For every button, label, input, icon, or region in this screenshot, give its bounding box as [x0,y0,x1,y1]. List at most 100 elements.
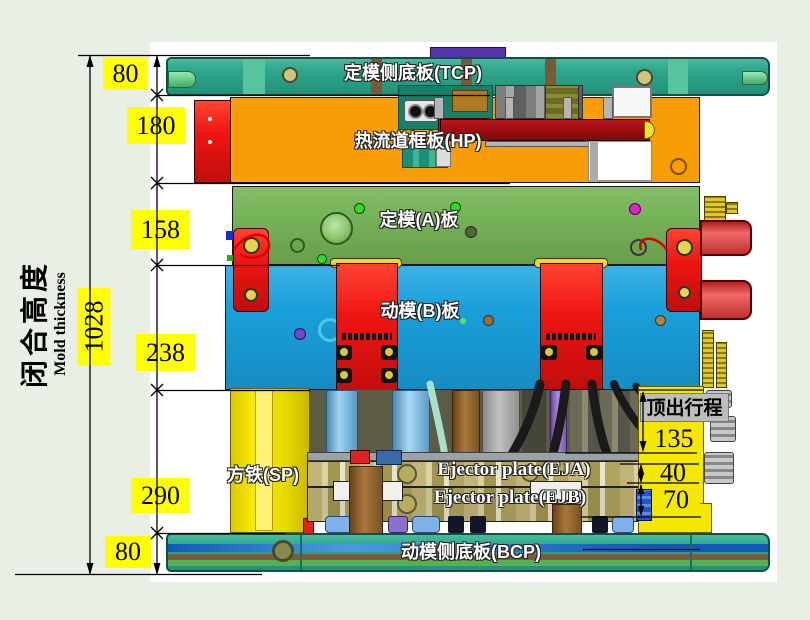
machinery-white-cylinder [436,146,451,167]
riser-right-lug-2-bolt [590,348,598,356]
sp-block-label: 方铁(SP) [227,465,299,485]
riser-right-marking [546,333,596,340]
hp-post-1 [434,97,444,119]
fitting-thread-mid-1 [702,330,714,388]
foot-navy-1 [448,516,464,533]
dim-eja-thickness: 40 [660,458,686,487]
b-purple-dot [294,328,306,340]
ejector-red-cap [350,450,370,464]
a-hole-outline-2 [630,239,647,256]
a-green-dot-2 [450,202,461,213]
riser-left-lug-1-bolt [340,348,348,356]
fitting-elbow-3 [704,452,734,484]
tcp-ring-right [636,69,653,86]
a-hole-outline-1 [290,238,305,253]
a-edge-blue-chip [226,231,233,240]
a-olive-dot [465,226,477,238]
a-edge-green-chip [227,255,233,261]
fitting-thread-top-arm [726,202,738,214]
bcp-hole [272,540,294,562]
bcp-seam-2 [690,534,692,570]
ejector-clamp-strip-right [530,481,582,501]
ejection-stroke-title: 顶出行程 [640,393,729,422]
a-green-dot-1 [354,203,365,214]
total-height-value: 1028 [77,287,111,366]
tcp-plate-label: 定模侧底板(TCP) [344,63,482,83]
foot-navy-3 [592,516,608,533]
a-locating-boss [320,212,353,245]
dim-sp-height: 290 [131,478,190,513]
tcp-guide-cylinder-right [742,71,768,85]
machinery-white-box [612,86,652,118]
hp-plate-label: 热流道框板(HP) [354,131,482,151]
dim-ejection-stroke: 135 [654,424,694,453]
hp-circle-outline [670,158,687,175]
ejector-blue-block [376,450,402,465]
tcp-ring-left [282,67,298,83]
closed-height-title-cn: 闭合高度 [20,260,51,389]
ejector-hole-1 [397,464,417,484]
left-clamp-bolt-bottom [244,288,258,302]
dim-tcp-thickness: 80 [103,57,148,90]
left-clamp-bolt-top [243,237,260,254]
tcp-light-stripe-right [668,59,688,94]
right-clamp-bolt-bottom [678,286,691,299]
hp-post-4 [603,97,613,119]
tcp-pillar-stripe-2 [461,59,472,94]
red-cylinder-lower [700,280,752,320]
dim-hp-thickness: 180 [127,107,185,144]
red-cylinder-upper [700,220,752,256]
bcp-brown-stripe [168,554,768,560]
riser-block-right [540,263,603,390]
bcp-blue-stripe [168,544,768,552]
machinery-eye-left [408,104,423,119]
riser-left-lug-3-bolt [340,371,348,379]
riser-left-lug-2-bolt [385,348,393,356]
b-green-dot [460,318,466,324]
foot-blue-2 [412,516,440,533]
hp-post-2 [505,97,514,119]
a-plate-label: 定模(A)板 [379,210,459,230]
riser-left-marking [342,333,392,340]
b-tan-dot-right [655,315,666,326]
hp-white-cutout [588,141,652,181]
dim-bcp-thickness: 80 [105,536,151,568]
tcp-pillar-stripe-1 [371,59,382,94]
right-clamp-bolt-top [676,239,693,256]
foot-blue-3 [612,516,634,533]
machinery-tan-block [452,90,488,112]
riser-left-lug-4-bolt [385,371,393,379]
riser-right-lug-1-bolt [545,348,553,356]
machinery-olive-cylinders [545,85,579,125]
ejector-brown-cylinder [349,466,383,536]
eja-plate-label: Ejector plate(EJA) [437,459,591,480]
bcp-plate-label: 动模侧底板(BCP) [401,542,541,562]
dim-a-thickness: 158 [131,210,190,249]
bcp-green-stripe [168,560,768,566]
tcp-pillar-stripe-3 [545,59,556,94]
bcp-seam-1 [300,534,302,570]
a-green-dot-3 [317,254,327,264]
support-pillar-brown [452,390,480,462]
tcp-light-stripe [243,59,265,94]
dim-ejb-thickness: 70 [663,485,689,514]
ejb-plate-label: Ejector plate(EJB) [433,487,587,508]
hp-side-red-block [194,100,231,183]
a-plate [232,186,700,265]
b-plate-label: 动模(B)板 [380,301,460,321]
fitting-thread-top [704,196,726,222]
b-brown-dot [483,315,494,326]
foot-purple [388,516,408,533]
dim-b-thickness: 238 [136,334,195,371]
foot-brown [552,504,582,534]
tcp-guide-cylinder-left [168,71,196,88]
closed-height-title-en: Mold thickness [52,272,69,376]
fitting-thread-mid-2 [716,342,727,388]
hp-red-block-screw2 [208,140,212,144]
hp-red-block-screw [208,117,212,121]
b-plate [225,265,700,390]
ejection-stroke-block-tab [700,503,712,533]
stroke-blue-element [636,489,652,521]
hp-cutout-bar [590,141,598,181]
